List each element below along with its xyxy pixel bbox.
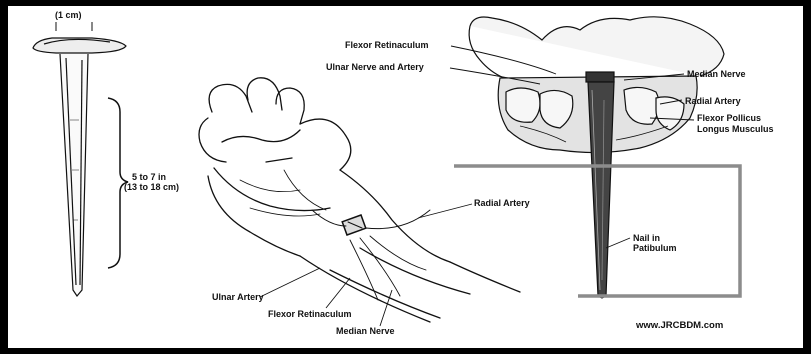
- nail-in-label-line1: Nail in: [633, 233, 660, 243]
- radial-artery-top-label: Radial Artery: [685, 96, 741, 106]
- radial-artery-mid-label: Radial Artery: [474, 198, 530, 208]
- median-nerve-top-label: Median Nerve: [687, 69, 746, 79]
- flexor-pollicus-label-line1: Flexor Pollicus: [697, 113, 761, 123]
- flexor-retinaculum-top-label: Flexor Retinaculum: [345, 40, 429, 50]
- ulnar-artery-label: Ulnar Artery: [212, 292, 264, 302]
- nail-head-size-label: (1 cm): [55, 10, 82, 20]
- flexor-pollicus-label-line2: Longus Musculus: [697, 124, 774, 134]
- nail-length-cm-label: (13 to 18 cm): [124, 182, 179, 192]
- nail-in-label-line2: Patibulum: [633, 243, 677, 253]
- ulnar-nerve-artery-label: Ulnar Nerve and Artery: [326, 62, 424, 72]
- flexor-retinaculum-bottom-label: Flexor Retinaculum: [268, 309, 352, 319]
- median-nerve-bottom-label: Median Nerve: [336, 326, 395, 336]
- nail-length-inches-label: 5 to 7 in: [132, 172, 166, 182]
- watermark-url: www.JRCBDM.com: [636, 321, 723, 331]
